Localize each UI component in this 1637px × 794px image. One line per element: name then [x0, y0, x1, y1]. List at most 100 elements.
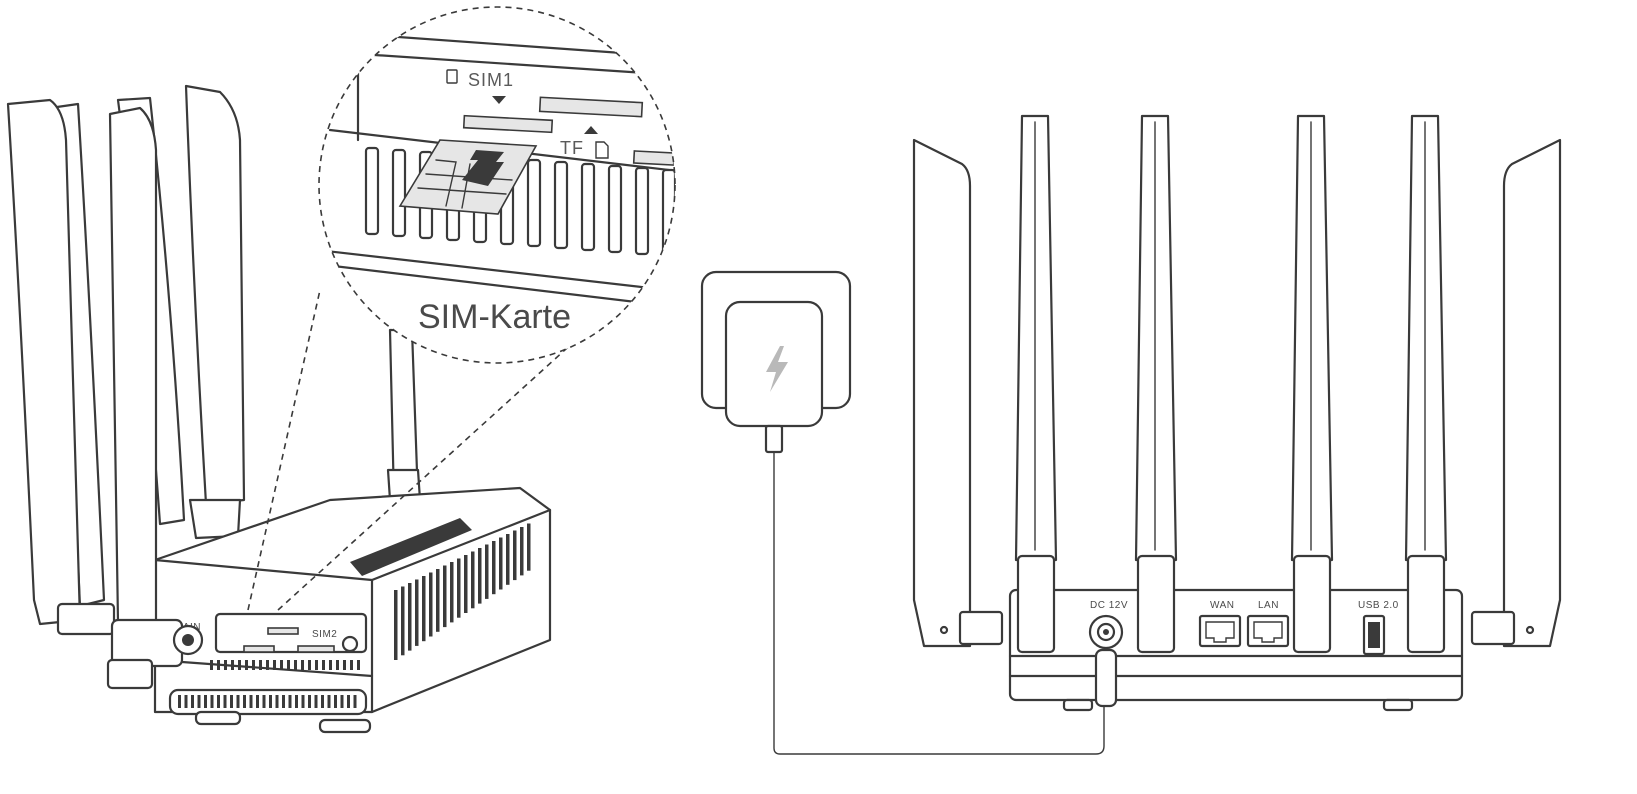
vent-slot: [288, 695, 292, 708]
vent-slot: [204, 695, 207, 708]
antenna-straight: [1290, 114, 1334, 654]
vent-slot: [527, 523, 531, 571]
vent-slot: [327, 695, 331, 708]
callout-leader-right: [277, 319, 599, 611]
vent-slot: [580, 162, 596, 252]
vent-slot: [415, 579, 419, 646]
vent-slot: [364, 146, 380, 236]
vent-slot: [178, 695, 181, 708]
vent-slot: [262, 695, 266, 708]
vent-slot: [236, 695, 240, 708]
rear-router: DC 12V WAN LAN USB 2.0: [912, 114, 1562, 712]
antenna-straight: [1014, 114, 1058, 654]
lightning-bolt-icon: [766, 346, 788, 392]
vent-slot: [273, 660, 276, 670]
sim-card: [398, 139, 538, 215]
lan-label: LAN: [1258, 600, 1279, 611]
vent-slot: [607, 164, 623, 254]
antenna-outer-right: [1502, 138, 1562, 648]
vent-slot: [429, 572, 433, 637]
vent-slot: [294, 660, 297, 670]
vent-slot: [506, 534, 510, 585]
vent-slot: [210, 660, 213, 670]
dc-port-label: DC 12V: [1090, 600, 1128, 611]
chevron-up-icon: [584, 126, 598, 134]
vent-slot: [408, 583, 412, 651]
vent-slot: [401, 586, 405, 656]
vent-slot: [350, 660, 353, 670]
sim1-slot-label: SIM1: [446, 69, 514, 104]
vent-slot: [217, 695, 220, 708]
vent-slot: [223, 695, 227, 708]
vent-slot: [526, 158, 542, 248]
vent-slot: [301, 660, 304, 670]
vent-slot: [287, 660, 290, 670]
vent-slot: [334, 695, 337, 708]
side-vents: [394, 523, 531, 660]
vent-slot: [191, 695, 194, 708]
vent-slot: [471, 551, 475, 609]
vent-slot: [224, 660, 227, 670]
vent-slot: [492, 541, 496, 595]
chevron-down-icon: [492, 96, 506, 104]
vent-slot: [210, 695, 214, 708]
vent-slot: [322, 660, 325, 670]
vent-slot: [256, 695, 259, 708]
vent-slot: [422, 576, 426, 642]
vent-slot: [308, 695, 311, 708]
callout-caption: SIM-Karte: [418, 298, 571, 336]
vent-slot: [485, 544, 489, 599]
vent-slot: [443, 565, 447, 628]
vent-slot: [314, 695, 318, 708]
vent-slot: [347, 695, 350, 708]
svg-text:SIM1: SIM1: [468, 70, 514, 90]
sd-card-icon: [595, 141, 609, 159]
vent-slot: [308, 660, 311, 670]
vent-slot: [394, 590, 398, 660]
vent-slot: [553, 160, 569, 250]
usb-label: USB 2.0: [1358, 600, 1399, 611]
front-antennas-front: [6, 98, 204, 690]
vent-slot: [357, 660, 360, 670]
vent-slot: [315, 660, 318, 670]
vent-slot: [478, 548, 482, 604]
antenna-straight: [1404, 114, 1448, 654]
vent-slot: [252, 660, 255, 670]
vent-slot: [343, 660, 346, 670]
wan-label: WAN: [1210, 600, 1234, 611]
tf-slot-label: TF: [560, 126, 609, 159]
vent-slot: [266, 660, 269, 670]
svg-text:TF: TF: [560, 138, 584, 158]
vent-slot: [231, 660, 234, 670]
vent-slot: [238, 660, 241, 670]
vent-slot: [230, 695, 233, 708]
sim2-label: SIM2: [312, 629, 337, 640]
vent-slot: [499, 537, 503, 590]
vent-slot: [269, 695, 272, 708]
vent-slot: [280, 660, 283, 670]
front-router-body: SIM2 MAIN: [153, 486, 552, 734]
antenna-straight: [1134, 114, 1178, 654]
vent-slot: [336, 660, 339, 670]
vent-slot: [513, 530, 517, 581]
vent-slot: [249, 695, 253, 708]
vent-slot: [282, 695, 285, 708]
vent-slot: [464, 555, 468, 613]
vent-slot: [197, 695, 201, 708]
vent-slot: [436, 569, 440, 632]
power-cable: [773, 451, 1105, 755]
vent-slot: [243, 695, 246, 708]
antenna-outer-left: [912, 138, 972, 648]
vent-slot: [353, 695, 357, 708]
vent-slot: [184, 695, 188, 708]
vent-slot: [457, 558, 461, 618]
vent-slot: [217, 660, 220, 670]
vent-slot: [295, 695, 298, 708]
vent-slot: [301, 695, 305, 708]
vent-slot: [329, 660, 332, 670]
vent-slot: [391, 148, 407, 238]
vent-slot: [321, 695, 324, 708]
rear-antennas: [1014, 114, 1448, 654]
